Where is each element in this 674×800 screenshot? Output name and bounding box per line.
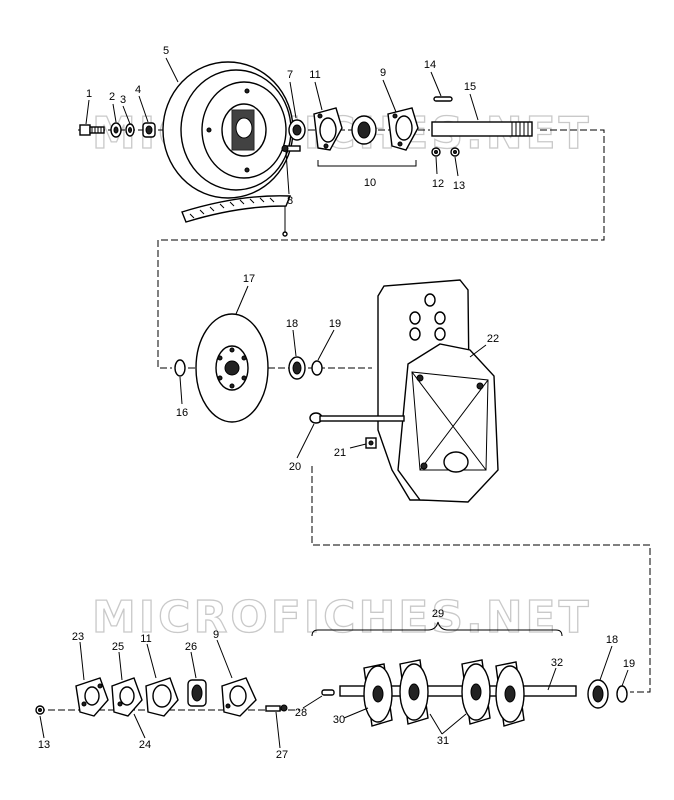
callout-13: 13 — [453, 180, 465, 192]
part-2-washer — [110, 122, 122, 138]
part-3-lock-washer — [125, 123, 135, 137]
part-13-locknut — [450, 147, 460, 157]
part-9-flange-bottom — [221, 677, 257, 717]
part-4-spacer — [142, 122, 156, 138]
part-28-key — [321, 689, 335, 696]
connector-top-middle — [157, 129, 605, 369]
callout-30: 30 — [333, 714, 345, 726]
callout-2: 2 — [109, 91, 115, 103]
drive-belt — [181, 195, 292, 237]
callout-8: 8 — [287, 195, 293, 207]
part-25-gasket — [111, 677, 143, 717]
part-29-drive-shaft — [339, 659, 577, 727]
part-11-flange — [313, 107, 343, 151]
part-20-bolt — [309, 412, 405, 424]
group-29-bracket — [311, 621, 563, 637]
callout-11-bottom: 11 — [140, 633, 151, 645]
callout-19-bottom: 19 — [623, 658, 635, 670]
callout-5: 5 — [163, 45, 169, 57]
connector-middle-bottom — [311, 466, 651, 693]
part-23-flange — [75, 677, 109, 717]
callout-9: 9 — [380, 67, 386, 79]
part-8-screw — [281, 145, 301, 152]
part-22-chaincase — [377, 279, 499, 503]
part-11-flange-bottom — [145, 677, 179, 717]
part-5-pulley — [162, 61, 294, 199]
callout-13-bottom: 13 — [38, 739, 50, 751]
part-15-shaft — [431, 121, 533, 137]
callout-4: 4 — [135, 84, 141, 96]
callout-19: 19 — [329, 318, 341, 330]
callout-1: 1 — [86, 88, 92, 100]
callout-23: 23 — [72, 631, 84, 643]
callout-24: 24 — [139, 739, 151, 751]
part-26-bearing — [187, 679, 207, 707]
watermark-bottom: MICROFICHES.NET — [92, 592, 592, 643]
callout-17: 17 — [243, 273, 255, 285]
callout-18-bottom: 18 — [606, 634, 618, 646]
part-14-key — [433, 96, 453, 102]
part-19-ring-bottom — [616, 685, 628, 703]
callout-22: 22 — [487, 333, 499, 345]
leader-lines — [39, 57, 629, 749]
callout-27: 27 — [276, 749, 288, 761]
part-7-washer — [288, 119, 306, 141]
callout-28: 28 — [295, 707, 307, 719]
callout-7: 7 — [287, 69, 293, 81]
part-27-bolt — [265, 704, 288, 712]
part-19-ring — [311, 360, 323, 376]
part-21-nut — [365, 437, 377, 449]
callout-12: 12 — [432, 178, 444, 190]
callout-25: 25 — [112, 641, 124, 653]
part-17-disc — [195, 313, 269, 423]
callout-31: 31 — [437, 735, 449, 747]
callout-20: 20 — [289, 461, 301, 473]
callout-32: 32 — [551, 657, 563, 669]
part-9-flange — [387, 107, 419, 151]
callout-10: 10 — [364, 177, 376, 189]
callout-11: 11 — [309, 69, 320, 81]
callout-16: 16 — [176, 407, 188, 419]
callout-9-bottom: 9 — [213, 629, 219, 641]
part-12-nut — [431, 147, 441, 157]
part-16-snap-ring — [174, 359, 186, 377]
part-1-bolt — [79, 124, 105, 136]
group-10-bracket — [317, 160, 417, 167]
part-18-bearing — [288, 356, 306, 380]
callout-29: 29 — [432, 608, 444, 620]
part-bearing — [351, 115, 377, 145]
callout-3: 3 — [120, 94, 126, 106]
callout-26: 26 — [185, 641, 197, 653]
callout-labels: 1 2 3 4 5 7 8 9 10 11 12 13 14 15 16 17 … — [38, 45, 635, 761]
part-13-nut-bottom — [35, 705, 45, 715]
callout-21: 21 — [334, 447, 346, 459]
callout-14: 14 — [424, 59, 436, 71]
part-18-bearing-bottom — [587, 679, 609, 709]
callout-18: 18 — [286, 318, 298, 330]
callout-15: 15 — [464, 81, 476, 93]
